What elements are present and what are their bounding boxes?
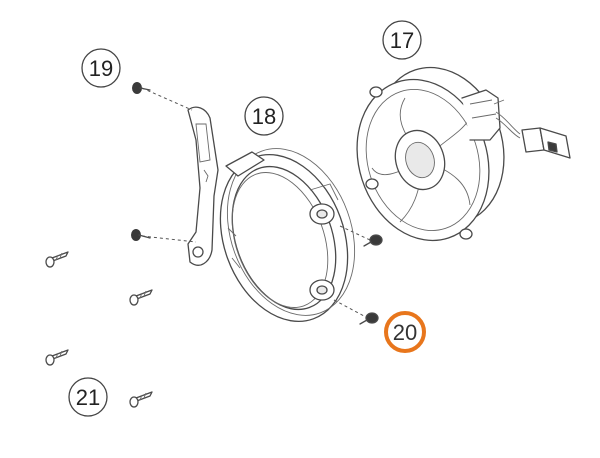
callout-20-label: 20 — [393, 320, 417, 345]
callout-19-circle — [81, 48, 121, 88]
callout-21[interactable]: 21 — [68, 377, 108, 417]
screw-icon — [45, 349, 69, 366]
fan-shroud-icon — [219, 148, 356, 323]
callout-18[interactable]: 18 — [244, 96, 284, 136]
screw-icon — [132, 82, 151, 94]
mounting-bracket-icon — [187, 106, 219, 266]
callout-19-label: 19 — [89, 56, 113, 81]
callout-18-label: 18 — [252, 104, 276, 129]
connector-plug-icon — [521, 127, 571, 159]
callout-18-circle — [244, 96, 284, 136]
screw-icon — [45, 251, 69, 268]
screw-icon — [129, 289, 153, 306]
screw-icon — [131, 229, 151, 241]
callout-20-circle — [384, 311, 426, 353]
screw-icon — [129, 391, 153, 408]
callout-19[interactable]: 19 — [81, 48, 121, 88]
callout-17[interactable]: 17 — [382, 20, 422, 60]
callout-17-circle — [382, 20, 422, 60]
callout-17-label: 17 — [390, 28, 414, 53]
screw-icon — [363, 234, 383, 247]
screw-icon — [359, 312, 379, 325]
callout-20[interactable]: 20 — [384, 311, 426, 353]
callout-21-label: 21 — [76, 385, 100, 410]
fan-icon — [356, 66, 521, 242]
callout-21-circle — [68, 377, 108, 417]
